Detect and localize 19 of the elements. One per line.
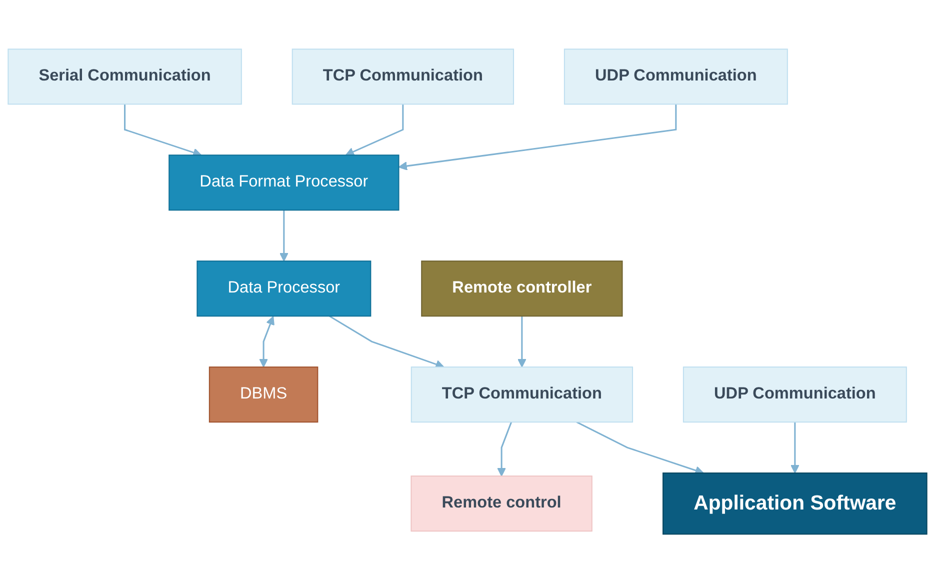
node-box: Serial Communication: [8, 48, 242, 106]
arrow: [398, 104, 677, 171]
node-box: TCP Communication: [410, 366, 634, 423]
node-box: Data Processor: [196, 260, 372, 317]
arrow: [345, 104, 404, 156]
node-box: Application Software: [662, 472, 928, 535]
arrow: [517, 316, 526, 368]
arrow: [279, 210, 288, 262]
node-box: Remote controller: [421, 260, 623, 317]
node-box: UDP Communication: [564, 48, 788, 106]
node-box: TCP Communication: [292, 48, 514, 106]
arrow: [790, 422, 800, 474]
node-box: Remote control: [410, 476, 592, 532]
arrow: [259, 316, 274, 368]
node-box: UDP Communication: [682, 366, 907, 423]
node-box: Data Format Processor: [168, 154, 400, 211]
arrow: [497, 422, 512, 477]
arrow: [329, 316, 444, 369]
node-box: DBMS: [208, 366, 318, 423]
